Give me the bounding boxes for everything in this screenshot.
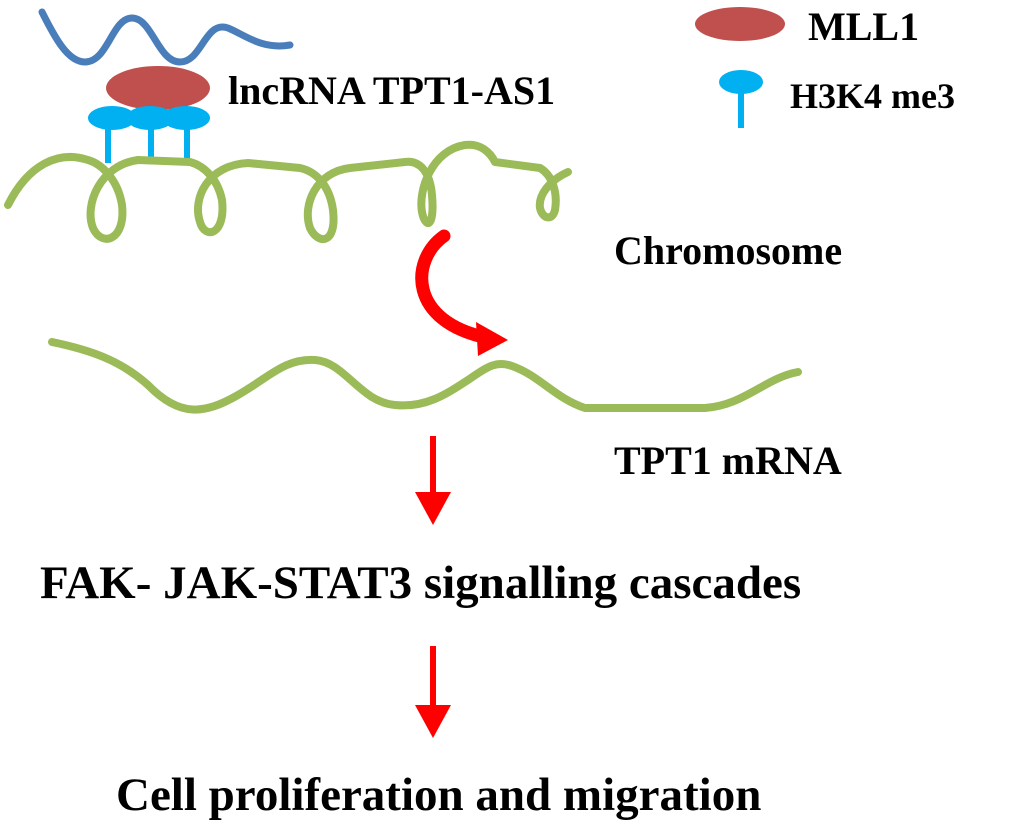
arrow-to-outcome-shaft <box>430 646 436 718</box>
chromosome-label: Chromosome <box>614 228 842 273</box>
arrow-to-outcome-head <box>415 705 451 738</box>
pathway-label: FAK- JAK-STAT3 signalling cascades <box>40 557 801 609</box>
outcome-label: Cell proliferation and migration <box>116 769 761 821</box>
mll1-complex <box>106 66 210 110</box>
mrna-label: TPT1 mRNA <box>614 438 842 483</box>
mll1-legend-label: MLL1 <box>808 4 919 49</box>
lncrna-label: lncRNA TPT1-AS1 <box>228 68 555 113</box>
transcription-arrow <box>415 229 495 345</box>
h3k4me3-legend-icon <box>719 70 763 128</box>
transcription-arrowhead <box>476 322 508 356</box>
lncrna-strand <box>38 8 294 66</box>
mll1-legend-icon <box>695 7 785 41</box>
h3k4me3-marks <box>88 106 210 163</box>
arrow-to-pathway-head <box>415 492 451 525</box>
chromosome-fiber <box>4 140 572 243</box>
h3k4me3-legend-label: H3K4 me3 <box>790 76 955 116</box>
arrow-to-pathway-shaft <box>430 436 436 506</box>
tpt1-mrna-strand <box>48 338 802 414</box>
